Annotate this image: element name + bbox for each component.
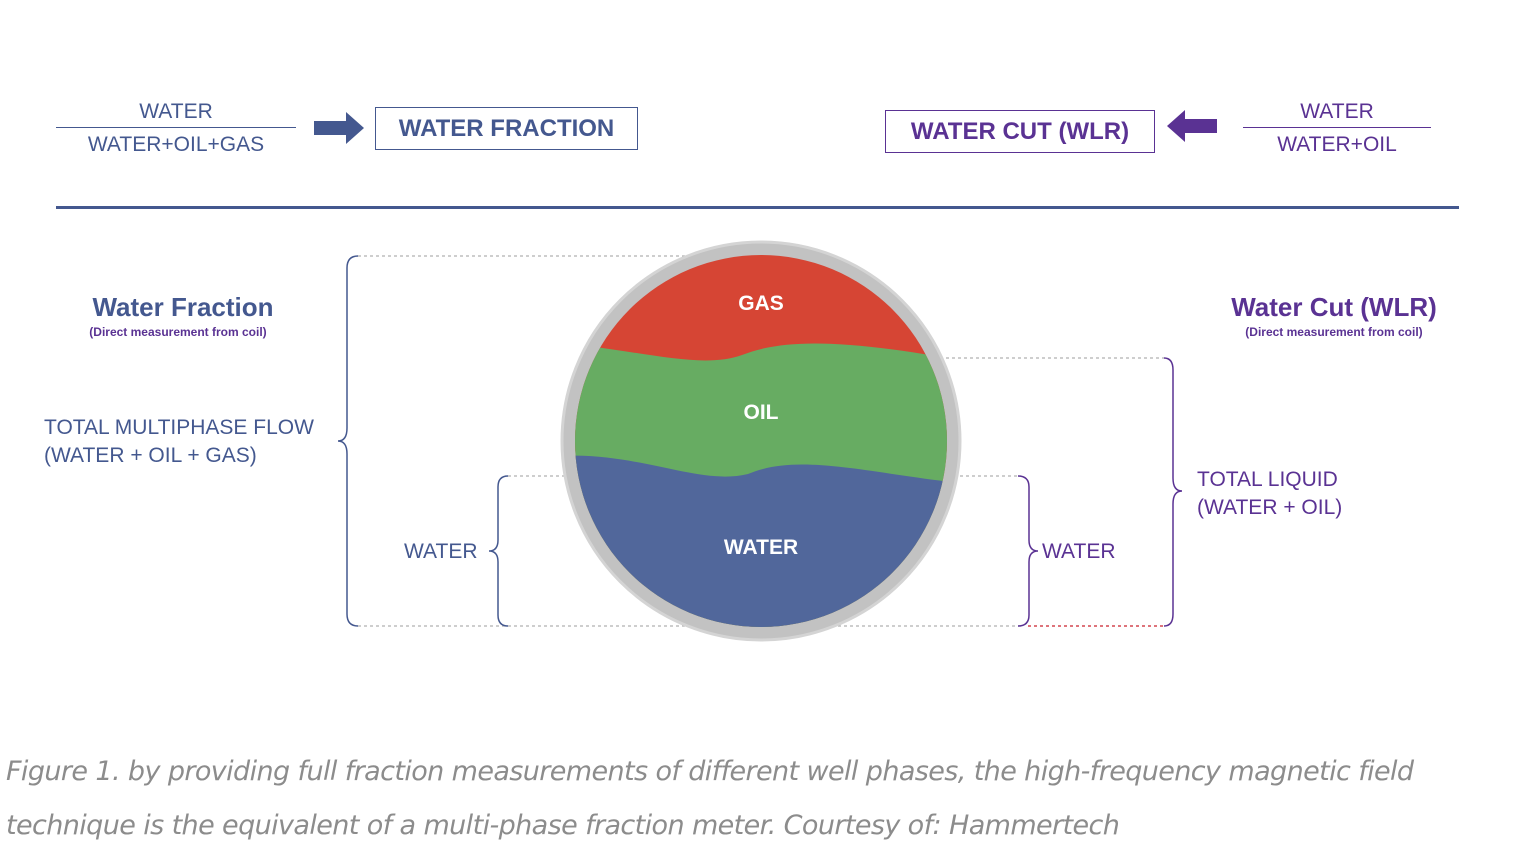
water-cut-box: WATER CUT (WLR) [885, 110, 1155, 153]
water-fraction-box: WATER FRACTION [375, 107, 638, 150]
right-panel-subtitle: (Direct measurement from coil) [1245, 325, 1423, 339]
water-label: WATER [724, 536, 798, 559]
water-fraction-numerator: WATER [139, 100, 213, 123]
arrow-left-icon [1167, 110, 1217, 142]
oil-label: OIL [744, 401, 779, 424]
left-panel-subtitle: (Direct measurement from coil) [89, 325, 267, 339]
total-liquid-line2: (WATER + OIL) [1197, 496, 1343, 519]
figure-caption-line2: technique is the equivalent of a multi-p… [6, 810, 1120, 841]
fraction-bar-right [1243, 127, 1431, 128]
water-fraction-denominator: WATER+OIL+GAS [87, 133, 265, 156]
bracket-right-water [1017, 475, 1039, 627]
total-multiphase-line1: TOTAL MULTIPHASE FLOW [44, 416, 314, 439]
figure-caption-line1: Figure 1. by providing full fraction mea… [6, 756, 1414, 787]
total-liquid-line1: TOTAL LIQUID [1197, 468, 1338, 491]
arrow-right-icon [314, 112, 364, 144]
water-cut-denominator: WATER+OIL [1277, 133, 1397, 156]
pipe-diagram: GAS OIL WATER [337, 240, 1183, 642]
total-liquid-label: TOTAL LIQUID (WATER + OIL) [1197, 466, 1342, 522]
bracket-total-multiphase [337, 255, 359, 627]
left-water-label: WATER [404, 540, 478, 563]
total-multiphase-flow-label: TOTAL MULTIPHASE FLOW (WATER + OIL + GAS… [44, 414, 314, 470]
total-multiphase-line2: (WATER + OIL + GAS) [44, 444, 257, 467]
right-panel-title: Water Cut (WLR) [1231, 292, 1437, 322]
section-divider [56, 206, 1459, 209]
bracket-total-liquid [1163, 357, 1183, 627]
water-cut-numerator: WATER [1300, 100, 1374, 123]
gas-label: GAS [738, 292, 784, 315]
fraction-bar-left [56, 127, 296, 128]
bracket-left-water [488, 475, 509, 627]
right-water-label: WATER [1042, 540, 1116, 563]
left-panel-title: Water Fraction [92, 292, 274, 322]
